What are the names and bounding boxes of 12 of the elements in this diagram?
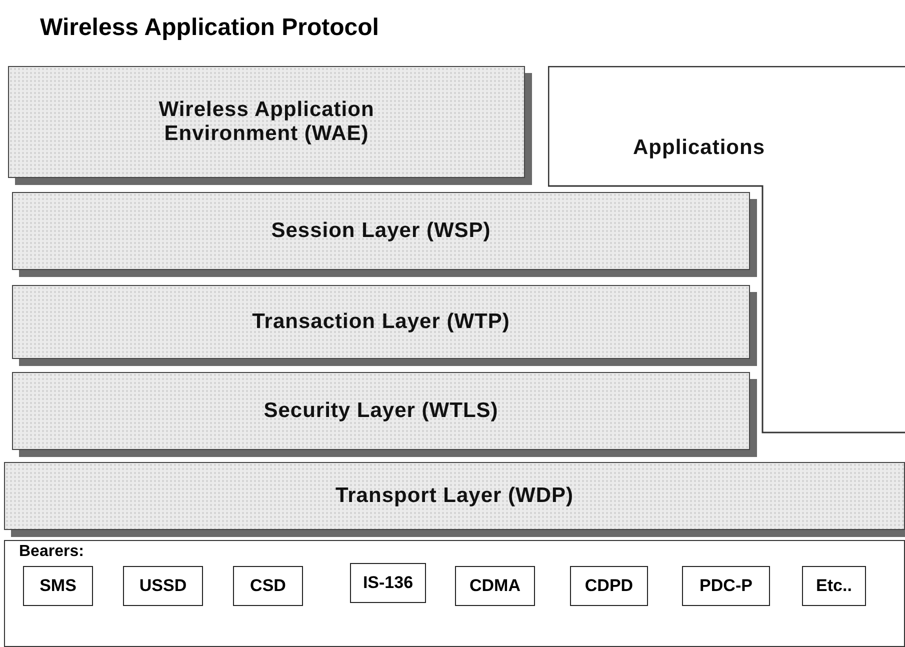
bearer-box: CDPD (570, 566, 648, 606)
bearer-box: USSD (123, 566, 203, 606)
bearer-box: Etc.. (802, 566, 866, 606)
bearer-box: PDC-P (682, 566, 770, 606)
diagram-title: Wireless Application Protocol (40, 14, 379, 42)
bearer-box: CDMA (455, 566, 535, 606)
bearer-box: CSD (233, 566, 303, 606)
bearer-box: SMS (23, 566, 93, 606)
applications-label: Applications (633, 136, 766, 160)
bearers-panel (4, 540, 905, 647)
panel-heading: Bearers: (19, 543, 84, 561)
bearer-box: IS-136 (350, 563, 426, 603)
